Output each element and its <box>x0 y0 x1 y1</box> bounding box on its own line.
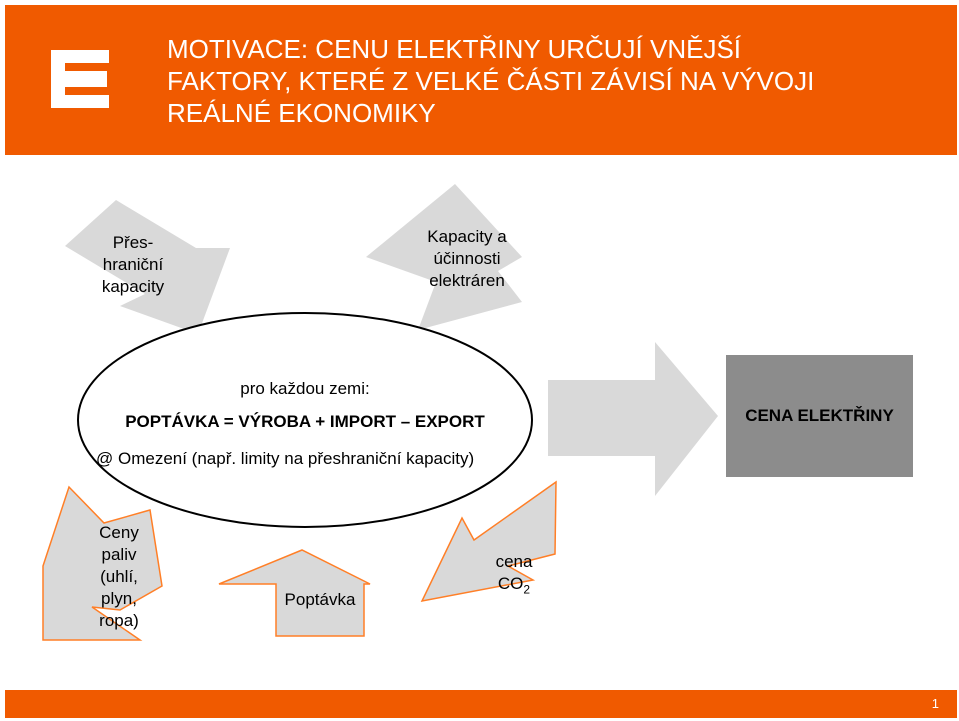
electricity-price-box: CENA ELEKTŘINY <box>726 355 913 477</box>
label-fuel-line-1: Ceny <box>99 523 139 542</box>
label-demand: Poptávka <box>284 590 356 609</box>
label-cross-border-capacity: Přes- hraniční kapacity <box>88 232 178 298</box>
title-line-2: FAKTORY, KTERÉ Z VELKÉ ČÁSTI ZÁVISÍ NA V… <box>167 66 815 96</box>
label-co2-line-2: CO2 <box>472 573 556 600</box>
cez-logo-icon <box>51 50 109 108</box>
arrow-fuel-prices <box>42 485 163 641</box>
label-cross-border-line-1: Přes- <box>112 233 154 252</box>
label-cross-border-line-2: hraniční <box>102 255 164 274</box>
label-plant-line-1: Kapacity a <box>427 227 507 246</box>
ellipse-heading: pro každou zemi: <box>240 379 370 398</box>
footer-bar: 1 <box>5 690 957 718</box>
label-plant-line-3: elektráren <box>429 271 505 290</box>
title-line-3: REÁLNÉ EKONOMIKY <box>167 98 436 128</box>
arrow-plant-capacity <box>366 184 522 330</box>
arrow-to-price <box>548 342 718 496</box>
arrow-cross-border <box>65 200 230 334</box>
constraint-note: @ Omezení (např. limity na přeshraniční … <box>96 449 475 468</box>
label-fuel-line-2: paliv <box>101 545 137 564</box>
header-banner: MOTIVACE: CENU ELEKTŘINY URČUJÍ VNĚJŠÍ F… <box>5 5 957 155</box>
balance-equation: POPTÁVKA = VÝROBA + IMPORT – EXPORT <box>125 412 485 431</box>
label-plant-capacity: Kapacity a účinnosti elektráren <box>412 226 522 292</box>
label-fuel-line-4: plyn, <box>101 589 137 608</box>
label-fuel-line-3: (uhlí, <box>100 567 138 586</box>
label-co2-line-1: cena <box>495 552 533 571</box>
balance-ellipse <box>77 312 533 528</box>
label-fuel-line-5: ropa) <box>99 611 139 630</box>
page-number: 1 <box>931 696 939 711</box>
electricity-price-label: CENA ELEKTŘINY <box>745 406 894 425</box>
arrow-demand <box>218 549 371 637</box>
label-plant-line-2: účinnosti <box>433 249 501 268</box>
label-co2-price: cena CO2 <box>472 551 556 600</box>
title-line-1: MOTIVACE: CENU ELEKTŘINY URČUJÍ VNĚJŠÍ <box>167 34 742 64</box>
arrow-co2-price <box>420 480 557 603</box>
label-co2-base: CO <box>497 574 524 593</box>
page-title: MOTIVACE: CENU ELEKTŘINY URČUJÍ VNĚJŠÍ F… <box>167 33 927 129</box>
label-fuel-prices: Ceny paliv (uhlí, plyn, ropa) <box>74 522 164 632</box>
label-co2-subscript: 2 <box>523 582 531 597</box>
label-cross-border-line-3: kapacity <box>101 277 165 296</box>
